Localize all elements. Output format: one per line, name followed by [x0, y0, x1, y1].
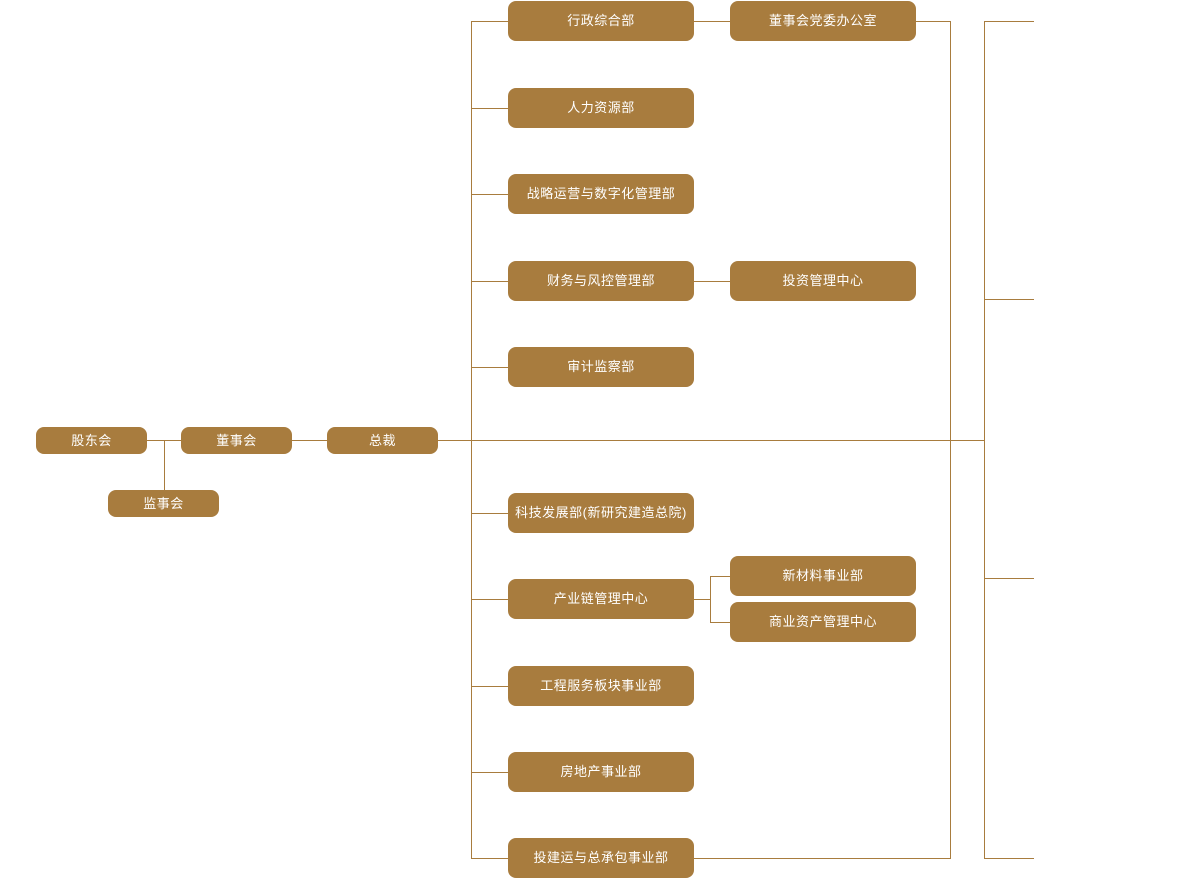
node-label: 董事会	[216, 432, 257, 448]
edge-stub-real-estate	[471, 772, 508, 773]
node-shareholders-meeting[interactable]: 股东会	[36, 427, 147, 454]
edge-right-bracket-outer-vertical	[984, 21, 985, 858]
node-human-resources-dept[interactable]: 人力资源部	[508, 88, 694, 128]
edge-trunk-vertical-upper	[471, 21, 472, 440]
edge-stub-tech-development	[471, 513, 508, 514]
edge-stub-audit-supervision	[471, 367, 508, 368]
node-label: 投资管理中心	[782, 273, 864, 289]
node-label: 总裁	[368, 432, 396, 448]
node-president[interactable]: 总裁	[327, 427, 438, 454]
node-label: 行政综合部	[567, 13, 635, 29]
node-label: 董事会党委办公室	[768, 13, 877, 29]
edge-board-to-president	[291, 440, 327, 441]
edge-industry-chain-split-vertical	[710, 576, 711, 622]
node-real-estate-division[interactable]: 房地产事业部	[508, 752, 694, 792]
edge-stub-human-resources	[471, 108, 508, 109]
node-board-party-office[interactable]: 董事会党委办公室	[730, 1, 916, 41]
node-new-materials-division[interactable]: 新材料事业部	[730, 556, 916, 596]
node-label: 人力资源部	[567, 100, 635, 116]
node-commercial-asset-center[interactable]: 商业资产管理中心	[730, 602, 916, 642]
edge-right-bracket-outer-bottom-stub	[984, 858, 1034, 859]
node-engineering-service-division[interactable]: 工程服务板块事业部	[508, 666, 694, 706]
node-board-of-directors[interactable]: 董事会	[181, 427, 292, 454]
edge-industry-chain-out	[693, 599, 711, 600]
edge-stub-admin-general	[471, 21, 508, 22]
node-investment-construction-division[interactable]: 投建运与总承包事业部	[508, 838, 694, 878]
node-admin-general-dept[interactable]: 行政综合部	[508, 1, 694, 41]
edge-right-bracket-inner-vertical	[950, 21, 951, 858]
edge-split-to-commercial-asset	[710, 622, 730, 623]
edge-board-to-supervisory-vertical	[164, 440, 165, 504]
node-strategy-digital-dept[interactable]: 战略运营与数字化管理部	[508, 174, 694, 214]
edge-right-bracket-outer-stub-upper	[984, 299, 1034, 300]
edge-right-bracket-outer-top-stub	[984, 21, 1034, 22]
edge-stub-engineering-service	[471, 686, 508, 687]
edge-right-bracket-outer-stub-lower	[984, 578, 1034, 579]
node-label: 股东会	[71, 432, 112, 448]
edge-trunk-vertical-lower	[471, 440, 472, 858]
edge-president-main-spine	[437, 440, 984, 441]
edge-right-bracket-inner-bottom-stub	[693, 858, 951, 859]
node-label: 审计监察部	[567, 359, 635, 375]
edge-stub-strategy-digital	[471, 194, 508, 195]
edge-stub-finance-risk	[471, 281, 508, 282]
node-label: 商业资产管理中心	[768, 614, 877, 630]
node-label: 产业链管理中心	[553, 591, 649, 607]
node-label: 新材料事业部	[782, 568, 864, 584]
node-label: 监事会	[143, 495, 184, 511]
node-supervisory-board[interactable]: 监事会	[108, 490, 219, 517]
node-label: 财务与风控管理部	[546, 273, 655, 289]
edge-split-to-new-materials	[710, 576, 730, 577]
edge-finance-to-investment-center	[693, 281, 730, 282]
node-label: 科技发展部(新研究建造总院)	[515, 505, 687, 521]
node-audit-supervision-dept[interactable]: 审计监察部	[508, 347, 694, 387]
edge-stub-industry-chain	[471, 599, 508, 600]
node-industry-chain-center[interactable]: 产业链管理中心	[508, 579, 694, 619]
node-label: 工程服务板块事业部	[540, 678, 662, 694]
node-finance-risk-dept[interactable]: 财务与风控管理部	[508, 261, 694, 301]
edge-right-bracket-inner-top-stub	[915, 21, 951, 22]
edge-stub-investment-construction	[471, 858, 508, 859]
node-label: 战略运营与数字化管理部	[526, 186, 676, 202]
edge-admin-to-party-office	[693, 21, 730, 22]
node-investment-center[interactable]: 投资管理中心	[730, 261, 916, 301]
node-label: 投建运与总承包事业部	[533, 850, 669, 866]
node-label: 房地产事业部	[560, 764, 642, 780]
node-tech-development-dept[interactable]: 科技发展部(新研究建造总院)	[508, 493, 694, 533]
